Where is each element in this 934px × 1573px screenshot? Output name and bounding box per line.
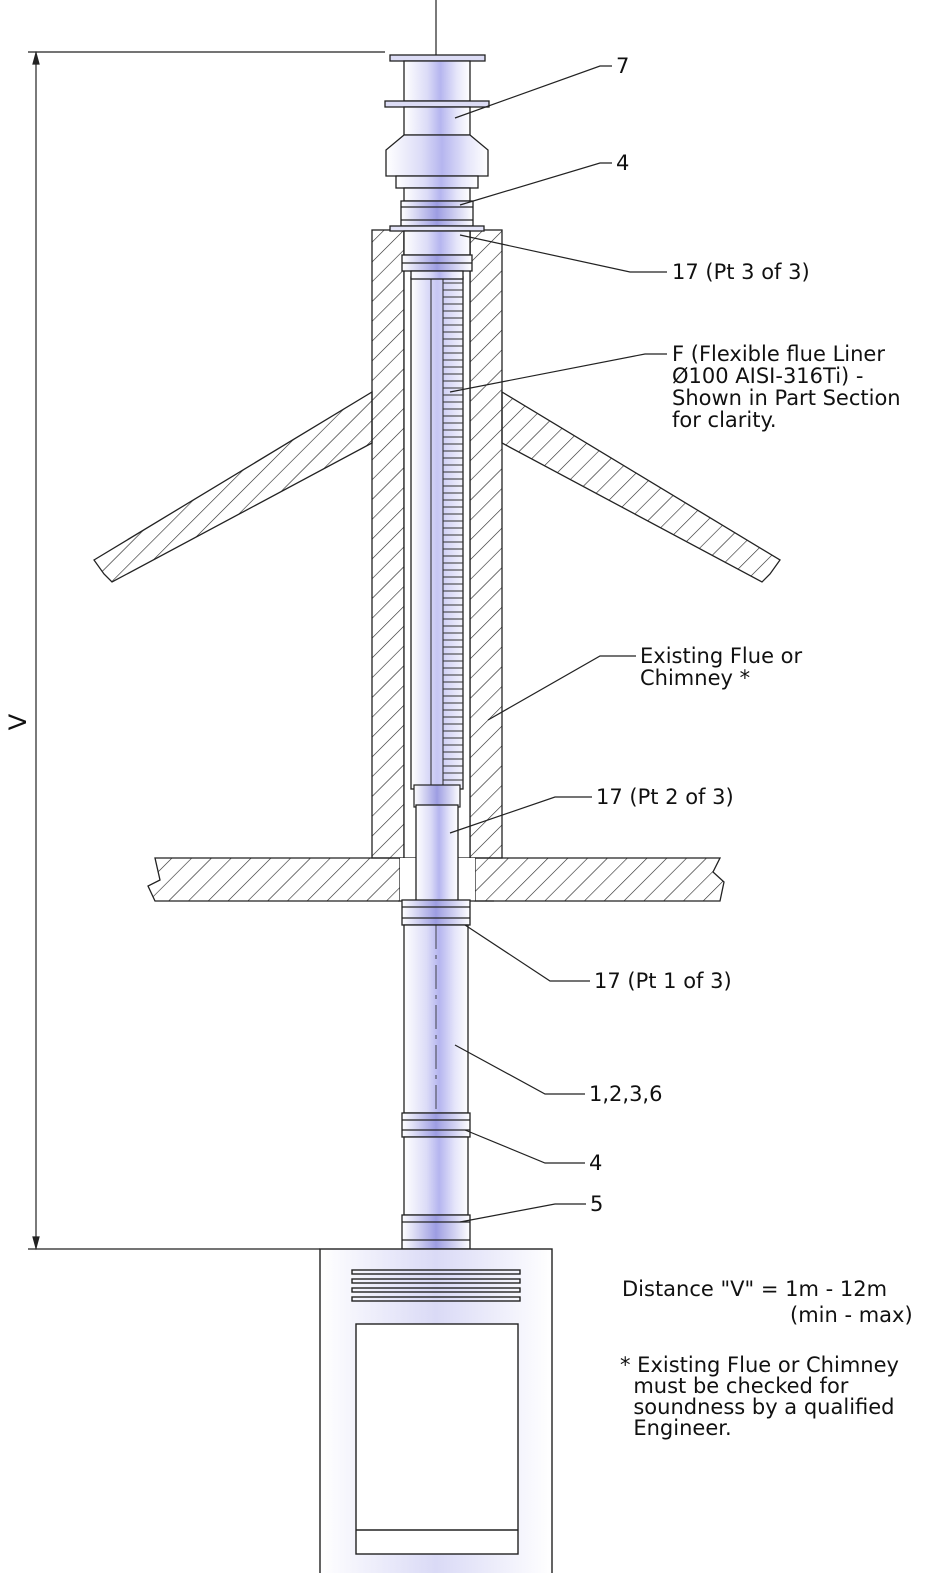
stove xyxy=(319,1248,553,1573)
callout-pipe-lengths: 1,2,3,6 xyxy=(589,1082,663,1106)
callout-existing-chimney: Existing Flue or Chimney * xyxy=(640,644,803,690)
leader-lines xyxy=(449,65,667,1223)
liner-corrugations xyxy=(443,282,463,781)
chimney-soundness-note: * Existing Flue or Chimney must be check… xyxy=(620,1353,899,1440)
callout-adaptor-pt3: 17 (Pt 3 of 3) xyxy=(672,260,810,284)
floor-slab xyxy=(147,857,725,902)
terminal-assembly xyxy=(384,54,490,280)
dimension-v xyxy=(28,50,385,1251)
callout-terminal-7: 7 xyxy=(616,54,630,78)
distance-note-line2: (min - max) xyxy=(790,1303,913,1327)
callout-stove-adaptor-5: 5 xyxy=(590,1192,604,1216)
rigid-pipe-lower xyxy=(401,899,471,1250)
callout-band-4-lower: 4 xyxy=(589,1151,603,1175)
callout-flexible-liner: F (Flexible flue Liner Ø100 AISI-316Ti) … xyxy=(672,342,901,432)
flexible-flue-liner xyxy=(410,276,464,808)
callout-band-4-top: 4 xyxy=(616,151,630,175)
roof-slopes xyxy=(93,390,781,583)
dimension-v-label: V xyxy=(4,713,32,730)
distance-note-line1: Distance "V" = 1m - 12m xyxy=(622,1277,888,1301)
callout-adaptor-pt2: 17 (Pt 2 of 3) xyxy=(596,785,734,809)
rigid-pipe-upper xyxy=(415,804,459,903)
callout-adaptor-pt1: 17 (Pt 1 of 3) xyxy=(594,969,732,993)
